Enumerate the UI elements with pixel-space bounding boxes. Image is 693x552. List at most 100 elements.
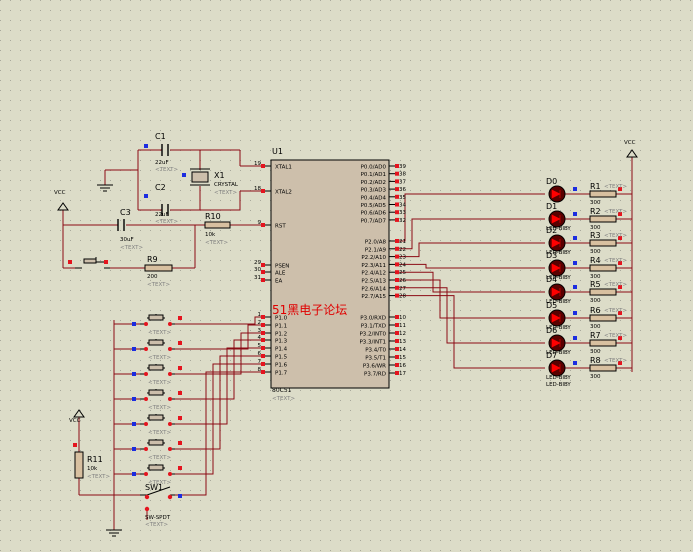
mcu-pin-number: 31: [254, 275, 261, 281]
led-pin-marker: [573, 285, 577, 289]
led-5-value: LED-BIBY: [546, 325, 571, 331]
vcc-right-label: VCC: [624, 140, 636, 146]
mcu-left-pin-marker: [261, 323, 265, 327]
mcu-pin-name: P2.3/A11: [361, 263, 386, 269]
p1-button[interactable]: [148, 439, 164, 446]
mcu-right-pin-marker: [395, 293, 399, 298]
p1-button[interactable]: [148, 464, 164, 471]
mcu-pin-name: P2.0/A8: [365, 240, 387, 246]
r6-value: 300: [590, 324, 601, 330]
mcu-right-pin-marker: [395, 331, 399, 335]
switch-pin-marker: [178, 341, 182, 345]
x1-placeholder: <TEXT>: [214, 190, 237, 196]
mcu-pin-name: P1.5: [275, 355, 288, 361]
switch-terminal: [144, 422, 148, 426]
switch-pin-marker: [132, 422, 136, 426]
mcu-pin-name: P3.4/T0: [365, 348, 386, 354]
p1-wire: [175, 316, 263, 325]
switch-terminal: [144, 397, 148, 401]
r1-value: 300: [590, 200, 601, 206]
mcu-pin-name: XTAL1: [275, 165, 292, 171]
p1-wire: [175, 339, 263, 400]
led-5-ref: D5: [546, 301, 557, 310]
mcu-pin-number: 13: [399, 339, 406, 345]
p1-button[interactable]: [148, 389, 164, 396]
c1-pin-marker: [144, 144, 148, 148]
r10-value: 10k: [205, 232, 216, 238]
p2-led-wire: [397, 287, 545, 344]
mcu-left-pin-marker: [261, 338, 265, 342]
led-3-ref: D3: [546, 251, 557, 260]
mcu-right-pin-marker: [395, 210, 399, 215]
mcu-left-pin-marker: [261, 346, 265, 350]
switch-placeholder: <TEXT>: [148, 405, 171, 411]
led-6-value: LED-BIBY: [546, 350, 571, 356]
resistor-placeholder: <TEXT>: [604, 333, 627, 339]
led-1-ref: D1: [546, 202, 557, 211]
c1-capacitor: [161, 144, 169, 156]
mcu-pin-name: P3.5/T1: [365, 356, 386, 362]
mcu-pin-number: 23: [399, 255, 406, 261]
r7-ref: R7: [590, 331, 601, 340]
mcu-pin-name: P1.0: [275, 316, 288, 322]
c1-value: 22uF: [155, 160, 169, 166]
p1-button[interactable]: [148, 414, 164, 421]
mcu-left-pin-marker: [261, 263, 265, 267]
r7-value: 300: [590, 349, 601, 355]
reset-button[interactable]: [83, 258, 97, 264]
mcu-right-pin-marker: [395, 164, 399, 168]
p2-led-wire: [397, 295, 545, 369]
r9-value: 200: [147, 274, 158, 280]
mcu-pin-name: XTAL2: [275, 190, 292, 196]
switch-pin-marker: [178, 441, 182, 445]
mcu-pin-number: 5: [258, 343, 262, 349]
switch-terminal: [168, 322, 172, 326]
resistor-placeholder: <TEXT>: [604, 258, 627, 264]
mcu-pin-name: P2.7/A15: [361, 294, 386, 300]
p1-button[interactable]: [148, 364, 164, 371]
c2-placeholder: <TEXT>: [155, 219, 178, 225]
p1-button[interactable]: [148, 314, 164, 321]
r2-value: 300: [590, 225, 601, 231]
led-bank-value: LED-BIBY: [546, 382, 571, 388]
mcu-left-pin-marker: [261, 354, 265, 358]
mcu-right-pin-marker: [395, 194, 399, 199]
mcu-right-pin-marker: [395, 270, 399, 275]
mcu-pin-name: P3.6/WR: [363, 364, 386, 370]
r10-ref: R10: [205, 212, 221, 221]
sw1-placeholder: <TEXT>: [145, 522, 168, 528]
mcu-right-pin-marker: [395, 187, 399, 192]
mcu-right-pin-marker: [395, 278, 399, 282]
mcu-pin-number: 8: [258, 367, 262, 373]
switch-pin-marker: [178, 466, 182, 470]
mcu-pin-name: P1.6: [275, 363, 288, 369]
mcu-pin-name: P2.4/A12: [361, 271, 386, 277]
switch-terminal: [144, 347, 148, 351]
led-2-value: LED-BIBY: [546, 250, 571, 256]
r5-ref: R5: [590, 280, 601, 289]
p1-button[interactable]: [148, 339, 164, 346]
r10-resistor: [204, 221, 231, 229]
x1-ref: X1: [214, 171, 225, 180]
mcu-pin-name: RST: [275, 224, 286, 230]
resistor-placeholder: <TEXT>: [604, 184, 627, 190]
mcu-pin-number: 9: [258, 220, 262, 226]
r4-value: 300: [590, 274, 601, 280]
mcu-pin-number: 35: [399, 195, 406, 201]
mcu-pin-number: 19: [254, 161, 261, 167]
mcu-pin-number: 2: [258, 320, 262, 326]
mcu-right-pin-marker: [395, 179, 399, 184]
mcu-pin-number: 6: [258, 351, 262, 357]
mcu-right-pin-marker: [395, 217, 399, 222]
mcu-pin-name: P3.0/RXD: [360, 316, 386, 322]
mcu-pin-number: 12: [399, 331, 406, 337]
p2-led-wire: [397, 218, 545, 250]
mcu-pin-number: 25: [399, 270, 406, 276]
p2-led-wire: [397, 242, 545, 258]
switch-terminal: [168, 372, 172, 376]
sw1-terminal: [144, 506, 150, 512]
vcc-mid-label: VCC: [69, 418, 81, 424]
x1-value: CRYSTAL: [214, 182, 239, 188]
r1-ref: R1: [590, 182, 601, 191]
